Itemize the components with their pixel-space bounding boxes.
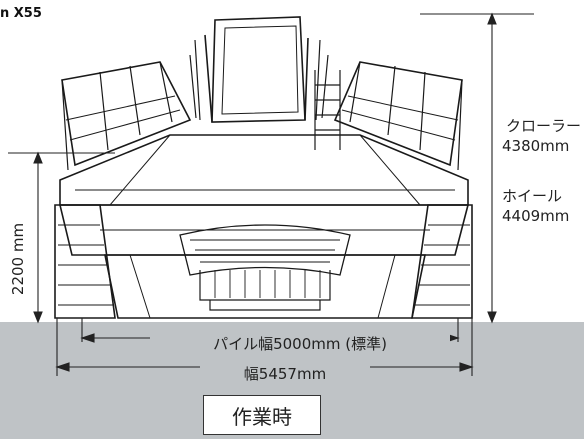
left-railing bbox=[61, 61, 192, 167]
lift-height-label: 2200 mm bbox=[9, 222, 27, 296]
wheel-value: 4409mm bbox=[502, 207, 570, 225]
crawler-value: 4380mm bbox=[502, 137, 570, 155]
machine-outline bbox=[54, 16, 473, 319]
overall-width-label: 幅5457mm bbox=[200, 363, 370, 384]
mode-label-box: 作業時 bbox=[203, 395, 321, 435]
model-title: n X55 bbox=[0, 6, 42, 21]
deck bbox=[59, 134, 469, 206]
crawler-label: クローラー bbox=[506, 117, 582, 135]
pile-width-label: パイル幅5000mm (標準) bbox=[150, 333, 450, 354]
dimension-lines bbox=[8, 12, 534, 376]
header-front bbox=[104, 254, 426, 319]
wheel-label: ホイール bbox=[502, 187, 563, 205]
left-track bbox=[54, 204, 116, 319]
chassis bbox=[58, 204, 470, 256]
cab bbox=[211, 16, 306, 123]
mode-label: 作業時 bbox=[232, 404, 292, 429]
right-railing bbox=[333, 61, 463, 167]
